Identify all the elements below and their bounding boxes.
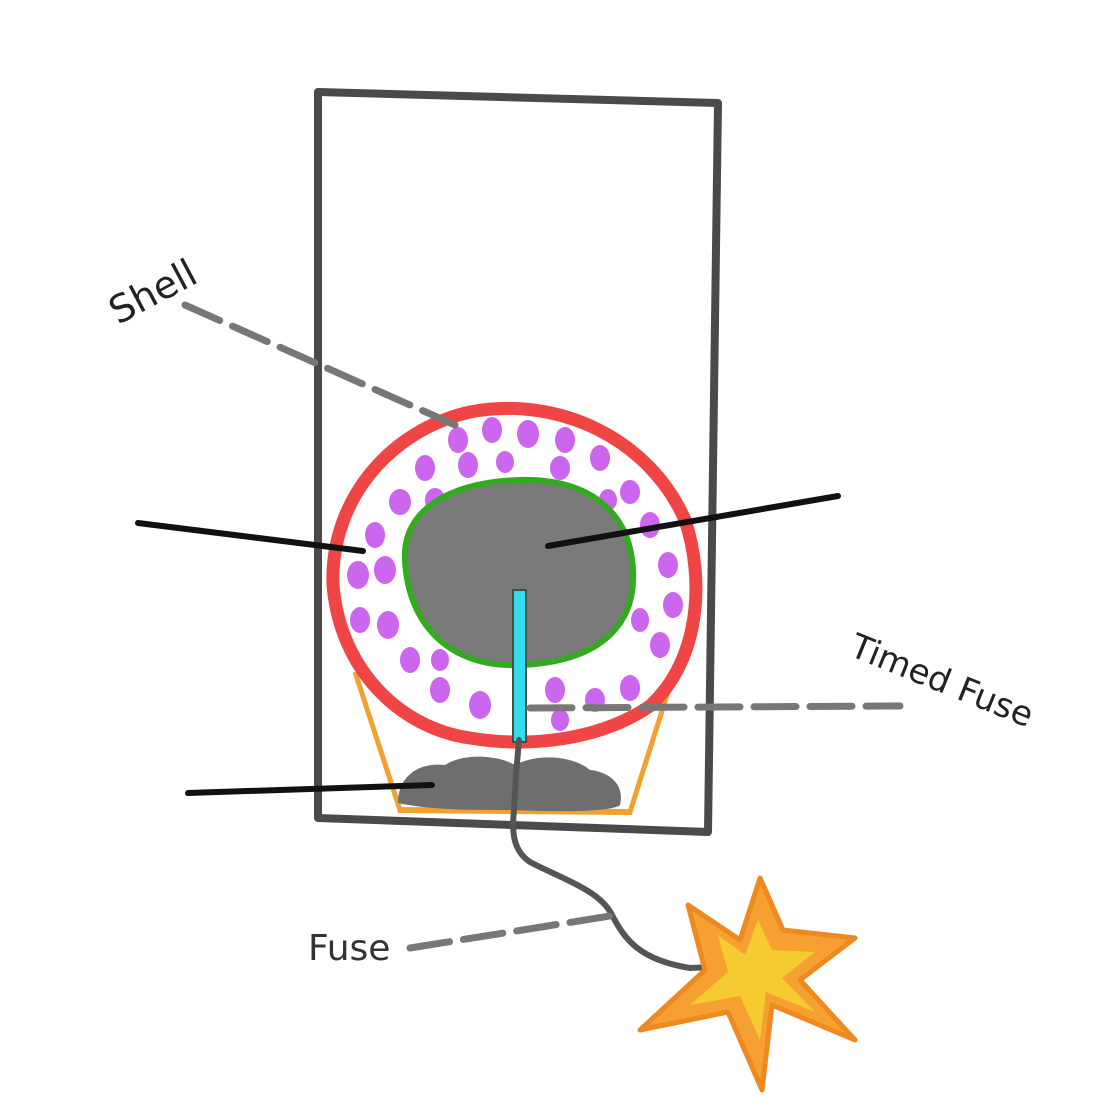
stars — [347, 417, 683, 731]
shell-leader-line — [181, 301, 459, 429]
star — [550, 456, 570, 480]
star — [663, 592, 683, 618]
star — [389, 489, 411, 515]
star — [415, 455, 435, 481]
fuse-leader-line — [406, 912, 614, 952]
stars-leader-line — [135, 520, 366, 554]
star — [658, 552, 678, 578]
timed-fuse — [512, 589, 527, 743]
burst-charge-leader-line — [545, 493, 841, 549]
star — [347, 561, 369, 589]
shell-label: Shell — [102, 251, 205, 333]
star — [555, 427, 575, 453]
star — [631, 608, 649, 632]
star — [458, 452, 478, 478]
star — [448, 427, 468, 453]
star — [482, 417, 502, 443]
star — [620, 675, 640, 701]
star — [400, 647, 420, 673]
lift-charge — [398, 756, 621, 812]
timed-fuse-leader-line — [526, 702, 904, 712]
star — [377, 611, 399, 639]
mortar-tube — [314, 88, 722, 836]
star — [551, 709, 569, 731]
star — [496, 451, 514, 473]
star — [374, 556, 396, 584]
star — [430, 677, 450, 703]
fuse-line — [510, 737, 738, 971]
timed-fuse-label: Timed Fuse — [844, 626, 1039, 736]
star — [590, 445, 610, 471]
star — [620, 480, 640, 504]
star — [365, 522, 385, 548]
star — [650, 632, 670, 658]
lift-charge-leader-line — [185, 782, 435, 796]
fuse-label: Fuse — [308, 928, 390, 969]
spark-inner — [690, 920, 815, 1040]
burst-charge — [401, 476, 637, 669]
star — [545, 677, 565, 703]
star — [517, 420, 539, 448]
star — [431, 649, 449, 671]
star — [469, 691, 491, 719]
star — [350, 607, 370, 633]
